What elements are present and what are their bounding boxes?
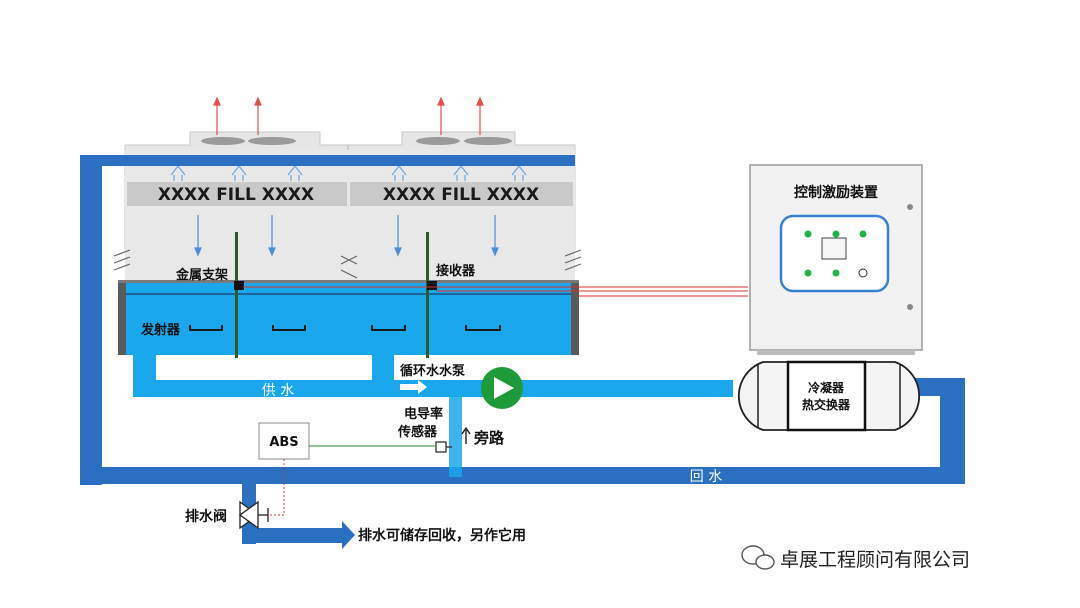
metal-bracket-label: 金属支架 <box>175 267 228 283</box>
emitter-label: 发射器 <box>140 322 181 338</box>
drain-valve-label: 排水阀 <box>185 508 227 525</box>
piping <box>80 155 965 549</box>
fan-blade-right-a <box>416 137 460 145</box>
return-label: 回 水 <box>690 469 722 485</box>
basin-wall-left <box>118 280 126 355</box>
circulation-pump <box>481 367 523 409</box>
falling-water-arrows <box>194 215 499 257</box>
cabinet-screw <box>907 304 913 310</box>
cabinet-screw <box>907 204 913 210</box>
receiver-label: 接收器 <box>436 263 476 279</box>
drain-arrow-head <box>342 521 355 549</box>
wechat-logo-icon <box>755 554 775 570</box>
bypass-arrow <box>461 426 471 444</box>
receiver-sensor-right <box>427 281 437 290</box>
control-display <box>821 237 847 260</box>
condenser-label-line1: 冷凝器 <box>808 380 845 395</box>
return-pipe <box>80 467 965 484</box>
condenser-label-line2: 热交换器 <box>802 397 851 412</box>
drain-label: 排水可储存回收，另作它用 <box>358 527 526 544</box>
status-indicator <box>832 230 840 238</box>
control-device: 控制激励装置 <box>749 164 923 355</box>
pump-label: 循环水水泵 <box>400 363 465 379</box>
sensor-label-line1: 电导率 <box>404 406 443 422</box>
fan-blade-left-b <box>248 137 296 145</box>
status-indicator <box>859 230 867 238</box>
basin-rim <box>118 280 579 283</box>
supply-pipe-gap <box>156 362 372 380</box>
control-device-title: 控制激励装置 <box>794 184 878 201</box>
abs-valve-signal <box>268 459 285 516</box>
drain-valve <box>238 500 269 530</box>
fill-label-right: XXXX FILL XXXX <box>383 185 539 205</box>
top-header-pipe <box>80 155 575 166</box>
pump-arrow <box>494 377 514 399</box>
receiver-sensor-left <box>234 281 244 290</box>
condenser-core <box>786 360 867 432</box>
status-indicator <box>804 230 812 238</box>
fill-label-left: XXXX FILL XXXX <box>158 185 314 205</box>
flow-arrow <box>400 380 427 394</box>
basin-water <box>125 283 575 355</box>
metal-bracket-right <box>426 232 429 358</box>
cooling-tower: XXXX FILL XXXX XXXX FILL XXXX <box>113 96 582 280</box>
conductivity-sensor <box>435 441 447 453</box>
status-indicator <box>832 269 840 277</box>
tower-casing <box>125 150 575 280</box>
metal-bracket-left <box>235 232 238 358</box>
supply-pipe <box>133 380 733 397</box>
fill-band-left <box>127 182 347 206</box>
supply-piping <box>133 355 733 477</box>
control-cabinet-base <box>757 350 915 355</box>
fan-blade-right-b <box>464 137 512 145</box>
condenser: 冷凝器 热交换器 <box>737 360 921 432</box>
supply-label: 供 水 <box>262 383 294 399</box>
power-knob <box>858 268 868 278</box>
abs-label: ABS <box>269 435 298 450</box>
cold-water-basin <box>118 280 579 355</box>
louvres <box>113 249 582 279</box>
drain-pipe-horizontal <box>242 528 342 543</box>
status-indicator <box>804 269 812 277</box>
fill-band-right <box>350 182 573 206</box>
bypass-label: 旁路 <box>473 429 505 447</box>
emitters <box>189 325 501 331</box>
bypass-pipe <box>449 397 462 477</box>
left-riser-pipe <box>80 155 102 485</box>
signal-lines <box>243 286 748 297</box>
watermark-text: 卓展工程顾问有限公司 <box>780 549 970 571</box>
sensor-label-line2: 传感器 <box>397 424 438 440</box>
fan-blade-left-a <box>201 137 245 145</box>
exhaust-arrows <box>213 96 484 135</box>
basin-wall-right <box>571 280 579 355</box>
wechat-watermark: 卓展工程顾问有限公司 <box>741 545 970 571</box>
